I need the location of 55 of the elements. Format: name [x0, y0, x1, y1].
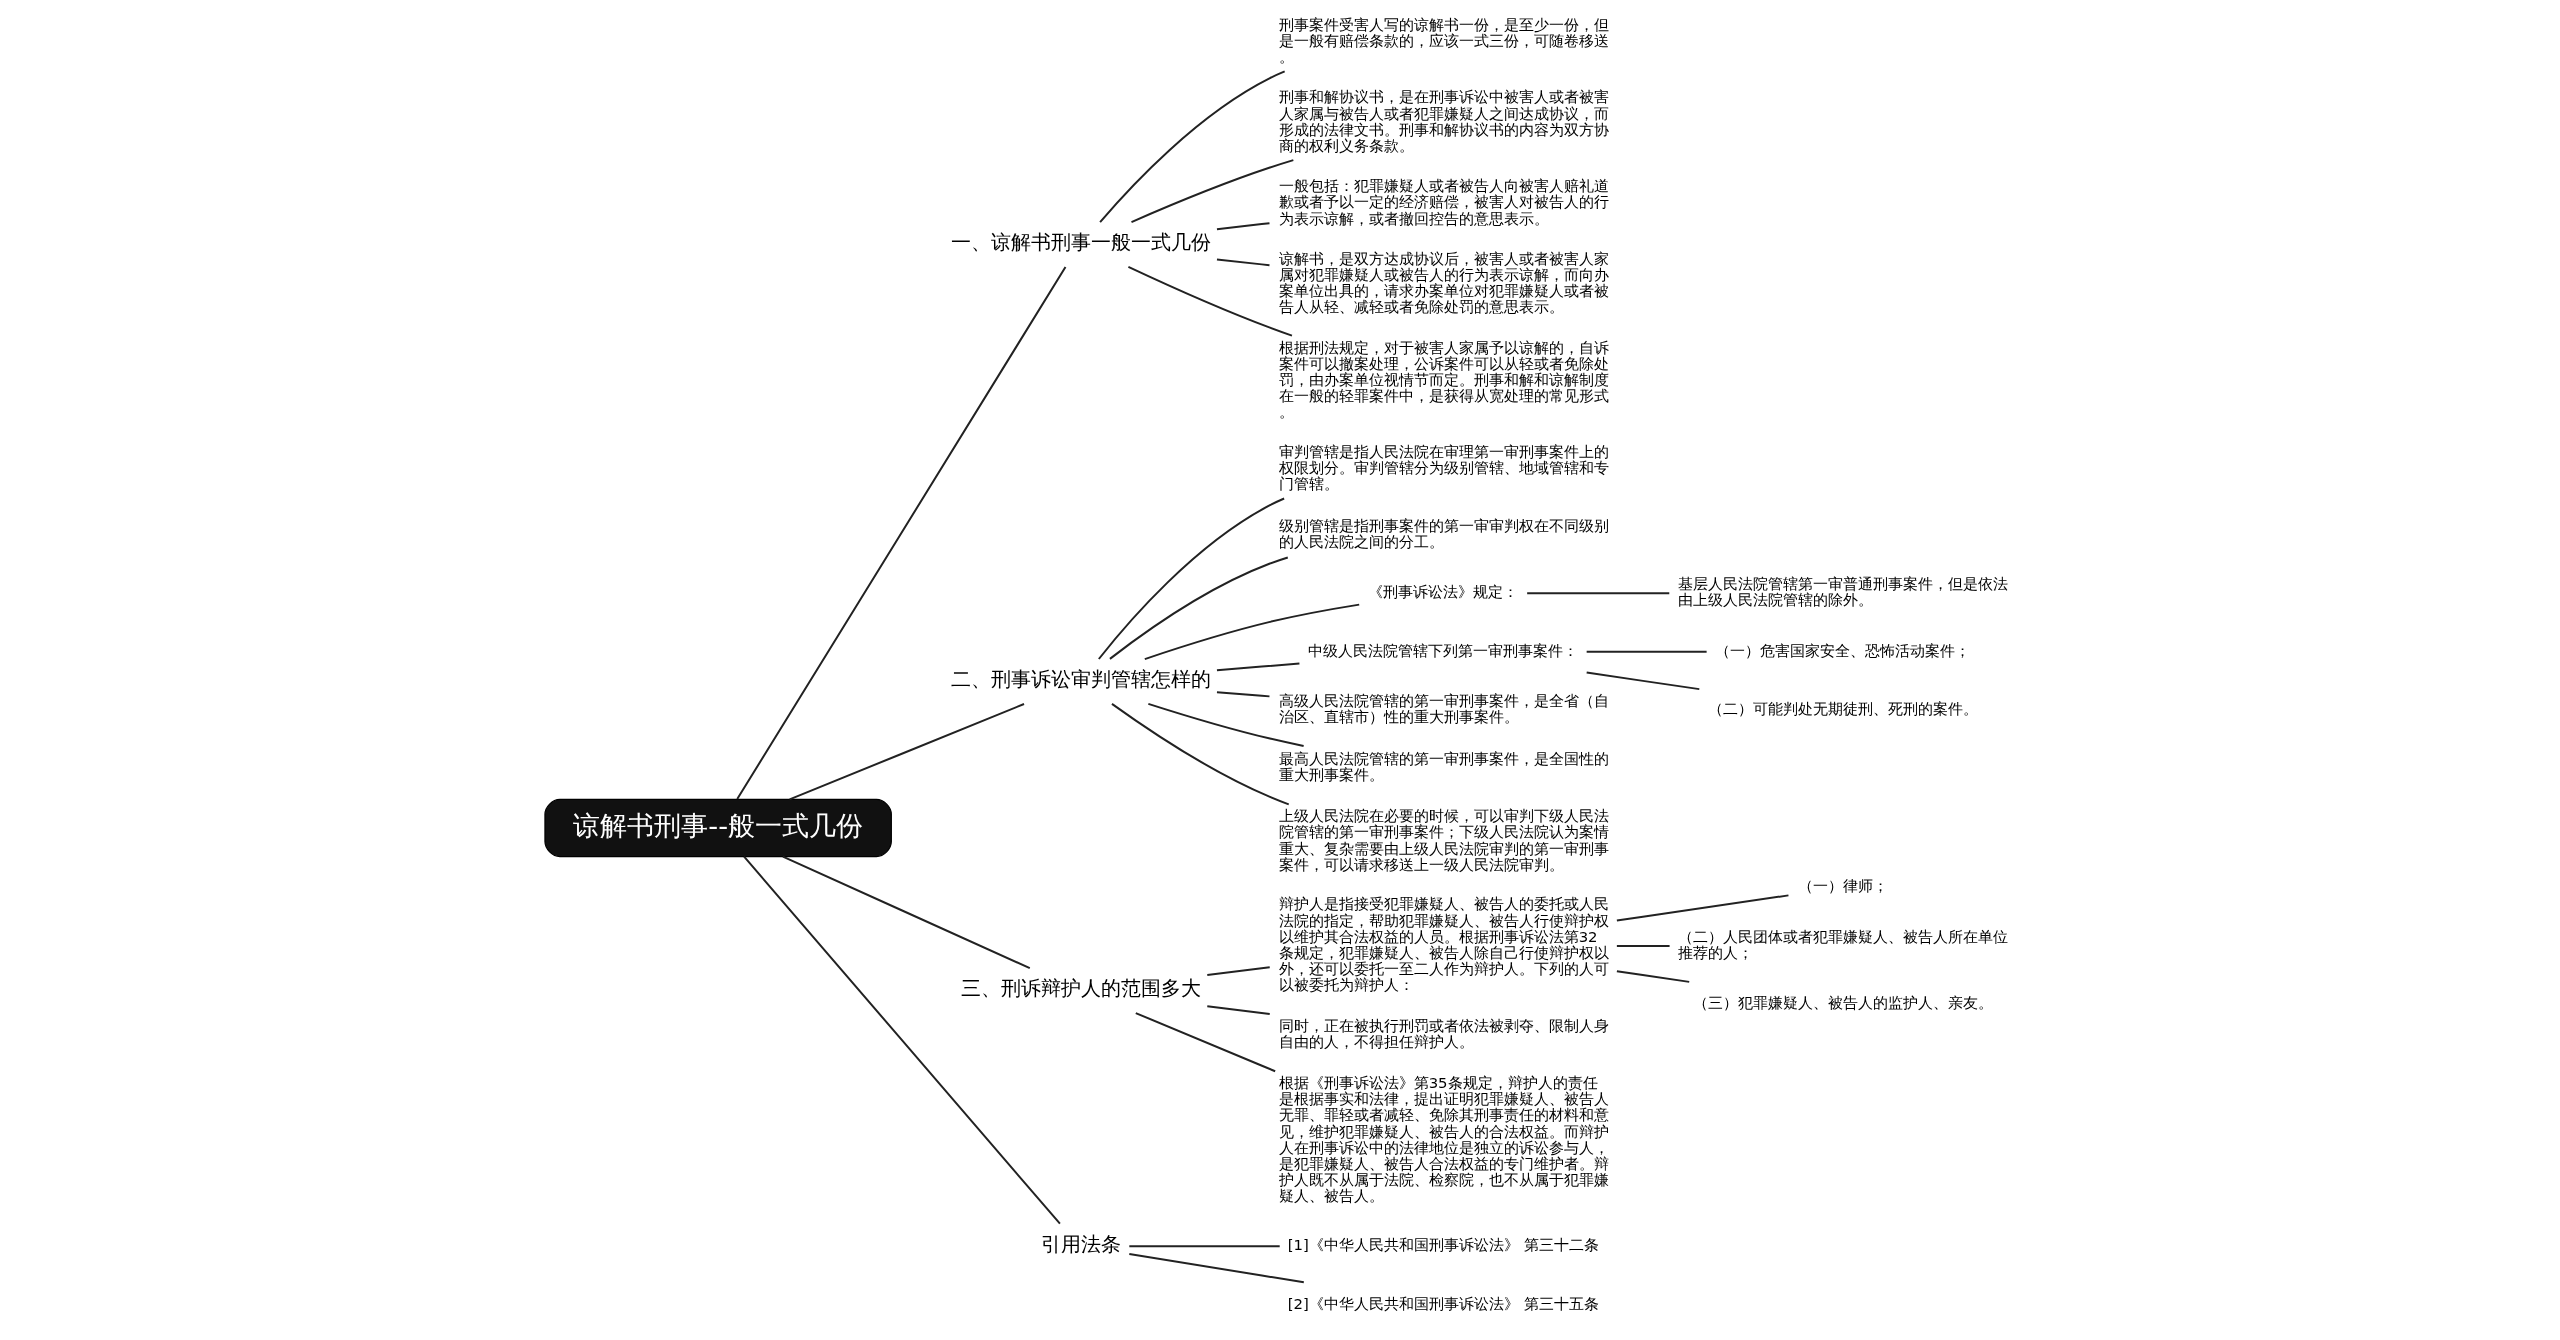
node-text: （二）人民团体或者犯罪嫌疑人、被告人所在单位推荐的人； [1677, 927, 2008, 962]
connector [1585, 671, 1700, 691]
connector [1134, 1012, 1276, 1073]
node-text: （一）律师； [1797, 877, 1888, 896]
connector [1130, 159, 1294, 224]
connector [1585, 650, 1708, 653]
node-text: 一般包括：犯罪嫌疑人或者被告人向被害人赔礼道歉或者予以一定的经济赔偿，被害人对被告人的行为表示谅解，或者撤回控告的意思表示。 [1278, 177, 1609, 228]
node-text: 谅解书，是双方达成协议后，被害人或者被害人家属对犯罪嫌疑人或被告人的行为表示谅解，而向办案单位出具的，请求办案单位对犯罪嫌疑人或者被告人从轻、减轻或者免除处罚的意思表示。 [1278, 249, 1609, 317]
connector [735, 266, 1066, 801]
connector [1127, 1253, 1305, 1284]
node-text: 基层人民法院管辖第一审普通刑事案件，但是依法由上级人民法院管辖的除外。 [1677, 575, 2008, 610]
node-text: 二、刑事诉讼审判管辖怎样的 [950, 668, 1211, 692]
node-text: 上级人民法院在必要的时候，可以审判下级人民法院管辖的第一审刑事案件；下级人民法院认为案情重大、复杂需要由上级人民法院审判的第一审刑事案件，可以请求移送上一级人民法院审判。 [1278, 807, 1609, 874]
connector [1146, 702, 1305, 747]
node-text: （二）可能判处无期徒刑、死刑的案件。 [1707, 699, 1978, 718]
connector [1205, 966, 1271, 977]
connector [1215, 662, 1300, 672]
node-box: 谅解书刑事--般一式几份 [543, 798, 892, 858]
node-text: 最高人民法院管辖的第一审刑事案件，是全国性的重大刑事案件。 [1278, 750, 1609, 785]
connector [1110, 702, 1290, 806]
connector [1127, 1245, 1281, 1248]
connector [781, 855, 1031, 970]
node-text: （一）危害国家安全、恐怖活动案件； [1714, 641, 1970, 660]
node-text: 刑事和解协议书，是在刑事诉讼中被害人或者被害人家属与被告人或者犯罪嫌疑人之间达成协议，而形成的法律文书。刑事和解协议书的内容为双方协商的权利义务条款。 [1278, 88, 1609, 155]
node-text: 根据刑法规定，对于被害人家属予以谅解的，自诉案件可以撤案处理，公诉案件可以从轻或者免除处罚，由办案单位视情节而定。刑事和解和谅解制度在一般的轻罪案件中，是获得从宽处理的常见形式。 [1278, 338, 1609, 422]
node-text: 高级人民法院管辖的第一审刑事案件，是全省（自治区、直辖市）性的重大刑事案件。 [1278, 691, 1609, 726]
connector [1615, 894, 1789, 922]
connector [1615, 944, 1671, 947]
node-text: 《刑事诉讼法》规定： [1367, 583, 1518, 602]
node-text: 三、刑诉辩护人的范围多大 [960, 977, 1201, 1001]
connector [1126, 265, 1293, 337]
node-text: 同时，正在被执行刑罚或者依法被剥夺、限制人身自由的人，不得担任辩护人。 [1278, 1017, 1609, 1052]
node-text: [2]《中华人民共和国刑事诉讼法》 第三十五条 [1287, 1294, 1599, 1313]
connector [1615, 970, 1690, 983]
connector [788, 703, 1025, 801]
connector [1097, 497, 1285, 660]
connector [1525, 592, 1670, 595]
node-text: 引用法条 [1040, 1233, 1121, 1257]
connector [1215, 691, 1270, 698]
connector [1215, 222, 1270, 231]
node-text: 根据《刑事诉讼法》第35条规定，辩护人的责任是根据事实和法律，提出证明犯罪嫌疑人、被告人无罪、罪轻或者减轻、免除其刑事责任的材料和意见，维护犯罪嫌疑人、被告人的合法权益。而辩护人在刑事诉讼中的法律地位是独立的诉讼参与人，是犯罪嫌疑人、被告人合法权益的专门维护者。辩护人既不从属于法院、检察院，也不从属于犯罪嫌疑人、被告人。 [1278, 1074, 1609, 1206]
connector [1205, 1005, 1271, 1015]
node-text: 一、谅解书刑事一般一式几份 [950, 231, 1211, 255]
node-text: 审判管辖是指人民法院在审理第一审刑事案件上的权限划分。审判管辖分为级别管辖、地域管辖和专门管辖。 [1278, 442, 1609, 494]
connector [1143, 603, 1360, 661]
node-text: 级别管辖是指刑事案件的第一审审判权在不同级别的人民法院之间的分工。 [1278, 516, 1609, 551]
connector [1215, 258, 1270, 267]
node-text: [1]《中华人民共和国刑事诉讼法》 第三十二条 [1287, 1236, 1599, 1255]
connector [1098, 70, 1286, 224]
node-text: 刑事案件受害人写的谅解书一份，是至少一份，但是一般有赔偿条款的，应该一式三份，可随卷移送。 [1278, 15, 1609, 67]
node-text: （三）犯罪嫌疑人、被告人的监护人、亲友。 [1692, 994, 1993, 1013]
connector [742, 855, 1061, 1225]
node-text: 辩护人是指接受犯罪嫌疑人、被告人的委托或人民法院的指定，帮助犯罪嫌疑人、被告人行使辩护权以维护其合法权益的人员。根据刑事诉讼法第32条规定，犯罪嫌疑人、被告人除自己行使辩护权以外，还可以委托一至二人作为辩护人。下列的人可以被委托为辩护人： [1278, 895, 1609, 995]
connector [1108, 556, 1289, 660]
node-text: 中级人民法院管辖下列第一审刑事案件： [1307, 641, 1578, 660]
